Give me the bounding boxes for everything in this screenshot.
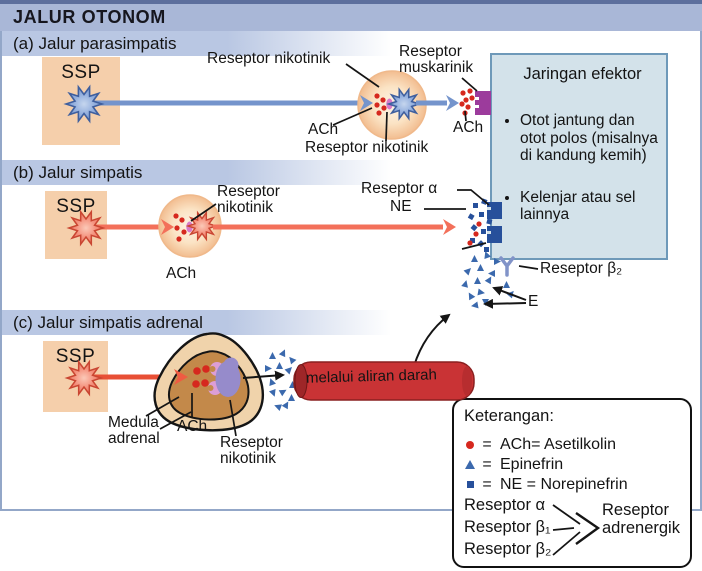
label-nicotinic-receptor-b: Reseptor nikotinik xyxy=(217,183,280,216)
label-alpha-receptor: Reseptor α xyxy=(361,180,438,197)
cns-box-c: SSP xyxy=(43,341,108,412)
label-ach-terminal-a: ACh xyxy=(453,119,484,136)
label-adrenal-medulla: Medula adrenal xyxy=(108,414,160,447)
section-b-header: (b) Jalur simpatis xyxy=(2,160,412,185)
effector-title: Jaringan efektor xyxy=(523,65,642,83)
cns-box-a: SSP xyxy=(42,57,120,145)
legend-receptor-beta2: Reseptor β₂ xyxy=(464,540,552,558)
legend-item-ne: = NE = Norepinefrin xyxy=(464,475,690,494)
legend-item-epinephrine-label: Epinefrin xyxy=(500,455,564,473)
cns-label-c: SSP xyxy=(55,346,96,367)
legend-adrenergic-line1: Reseptor xyxy=(602,501,669,519)
cns-box-b: SSP xyxy=(45,191,107,259)
legend-item-epinephrine: = Epinefrin xyxy=(464,455,690,474)
label-ach-ganglion-a: ACh xyxy=(308,121,339,138)
legend-item-ne-label: NE = Norepinefrin xyxy=(500,475,628,493)
legend-receptor-beta1: Reseptor β₁ xyxy=(464,518,551,536)
legend-box: Keterangan: = ACh= Asetilkolin = Epinefr… xyxy=(452,398,692,568)
legend-adrenergic-result: Reseptor adrenergik xyxy=(602,501,680,537)
legend-title: Keterangan: xyxy=(464,407,554,425)
effector-bullet-list: Otot jantung dan otot polos (misalnya di… xyxy=(505,112,660,224)
ne-square-icon xyxy=(464,481,476,488)
label-nicotinic-receptor-c: Reseptor nikotinik xyxy=(220,434,283,467)
legend-receptor-alpha: Reseptor α xyxy=(464,496,546,514)
figure-title: JALUR OTONOM xyxy=(13,7,166,27)
label-epinephrine-e: E xyxy=(528,293,539,310)
label-nicotinic-receptor-a-bottom: Reseptor nikotinik xyxy=(305,139,429,156)
section-a-label: (a) Jalur parasimpatis xyxy=(13,33,177,53)
cns-label-a: SSP xyxy=(61,62,101,83)
section-a-header: (a) Jalur parasimpatis xyxy=(2,31,412,56)
equals-sign: = xyxy=(482,475,492,493)
section-c-label: (c) Jalur simpatis adrenal xyxy=(13,312,203,332)
equals-sign: = xyxy=(482,435,492,453)
section-c-header: (c) Jalur simpatis adrenal xyxy=(2,310,412,335)
label-bloodstream: melalui aliran darah xyxy=(305,366,438,387)
effector-tissue-box: Jaringan efektor Otot jantung dan otot p… xyxy=(490,53,668,260)
label-ne: NE xyxy=(390,198,412,215)
effector-bullet-2: Kelenjar atau sel lainnya xyxy=(520,189,660,224)
figure-title-bar: JALUR OTONOM xyxy=(0,0,702,31)
legend-adrenergic-line2: adrenergik xyxy=(602,518,680,537)
label-nicotinic-receptor-a-top: Reseptor nikotinik xyxy=(207,50,331,67)
legend-item-ach-label: ACh= Asetilkolin xyxy=(500,435,617,453)
label-ach-c: ACh xyxy=(177,418,208,435)
equals-sign: = xyxy=(482,455,492,473)
legend-item-ach: = ACh= Asetilkolin xyxy=(464,435,690,454)
ach-dot-icon xyxy=(464,440,476,449)
label-ach-b: ACh xyxy=(166,265,197,282)
label-beta2-receptor: Reseptor β₂ xyxy=(540,260,623,277)
section-b-label: (b) Jalur simpatis xyxy=(13,162,143,182)
effector-bullet-1: Otot jantung dan otot polos (misalnya di… xyxy=(520,112,660,165)
epinephrine-triangle-icon xyxy=(464,460,476,469)
label-muscarinic-receptor: Reseptor muskarinik xyxy=(399,43,474,76)
cns-label-b: SSP xyxy=(56,196,96,217)
